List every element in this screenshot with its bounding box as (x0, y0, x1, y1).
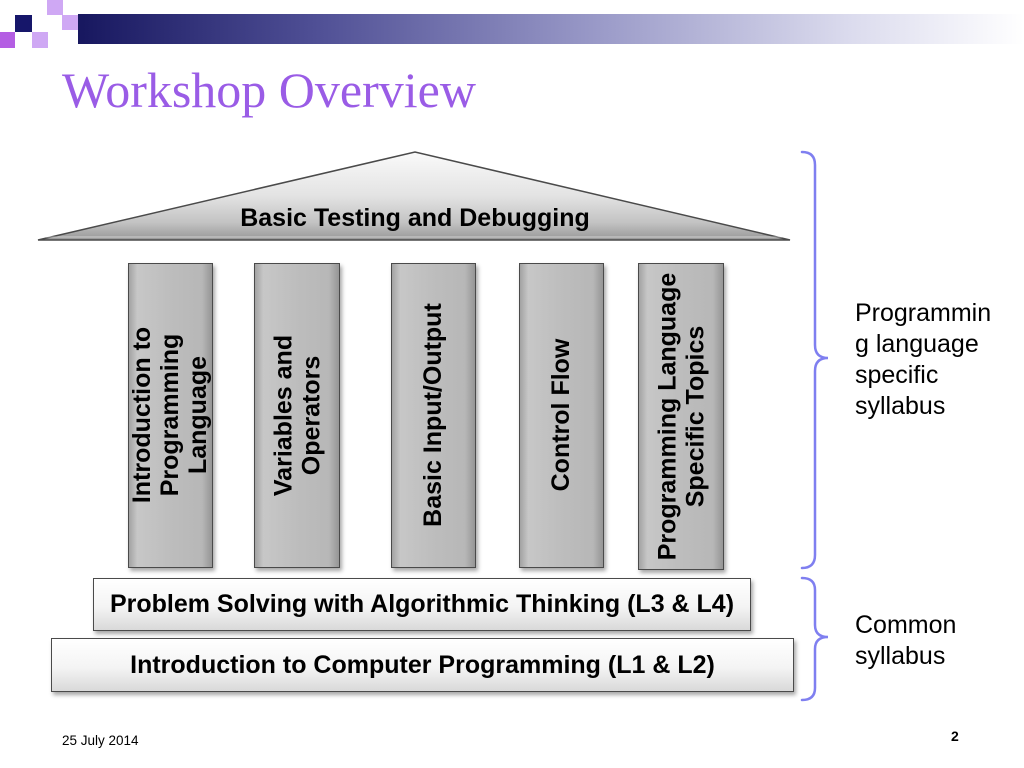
foundation-label: Problem Solving with Algorithmic Thinkin… (109, 590, 735, 618)
pillar-introduction-to-programming-language: Introduction to Programming Language (128, 263, 213, 568)
annotation-line: Common (855, 611, 957, 639)
slide-title: Workshop Overview (62, 62, 476, 118)
roof-label: Basic Testing and Debugging (240, 204, 590, 232)
pillar-label-line: Specific Topics (680, 325, 709, 507)
decor-square (15, 15, 32, 32)
pillar-label: Programming Language Specific Topics (639, 264, 722, 568)
foundation-label: Introduction to Computer Programming (L1… (130, 650, 715, 679)
page-number: 2 (951, 728, 959, 744)
bracket-language-specific (800, 150, 829, 570)
pillar-label: Basic Input/Output (392, 264, 474, 566)
roof (37, 151, 791, 241)
annotation-line: syllabus (855, 642, 946, 670)
pillar-label-line: Operators (296, 355, 325, 475)
pillar-label: Variables and Operators (255, 264, 338, 566)
pillar-label-line: Programming (156, 333, 184, 497)
footer-date: 25 July 2014 (62, 733, 139, 748)
pillar-label-line: Programming Language (652, 272, 681, 560)
annotation-line: syllabus (855, 392, 946, 420)
annotation-line: specific (855, 361, 939, 389)
pillar-variables-and-operators: Variables and Operators (254, 263, 340, 568)
decor-square (0, 32, 15, 48)
annotation-common-syllabus: Common syllabus (855, 610, 956, 672)
pillar-label-line: Variables and (268, 334, 297, 496)
pillar-label-line: Introduction to (128, 326, 156, 504)
pillar-label: Control Flow (520, 264, 602, 566)
annotation-line: g language (855, 330, 979, 358)
pillar-basic-input-output: Basic Input/Output (391, 263, 476, 568)
decor-square (47, 0, 63, 15)
pillar-programming-language-specific-topics: Programming Language Specific Topics (638, 263, 724, 570)
pillar-label-line: Control Flow (547, 338, 575, 492)
bracket-common (800, 576, 829, 702)
foundation-problem-solving: Problem Solving with Algorithmic Thinkin… (93, 578, 751, 631)
pillar-label-line: Basic Input/Output (419, 303, 447, 527)
roof-shape (37, 151, 791, 241)
pillar-label: Introduction to Programming Language (128, 264, 212, 566)
pillar-label-line: Language (184, 355, 212, 475)
annotation-line: Programmin (855, 299, 992, 327)
pillar-control-flow: Control Flow (519, 263, 604, 568)
decor-square (32, 32, 48, 48)
header-gradient-bar (78, 14, 1024, 44)
decor-square (62, 15, 78, 30)
syllabus-brackets (800, 150, 829, 702)
annotation-language-specific-syllabus: Programmin g language specific syllabus (855, 298, 991, 422)
foundation-introduction-to-computer-programming: Introduction to Computer Programming (L1… (51, 638, 794, 692)
